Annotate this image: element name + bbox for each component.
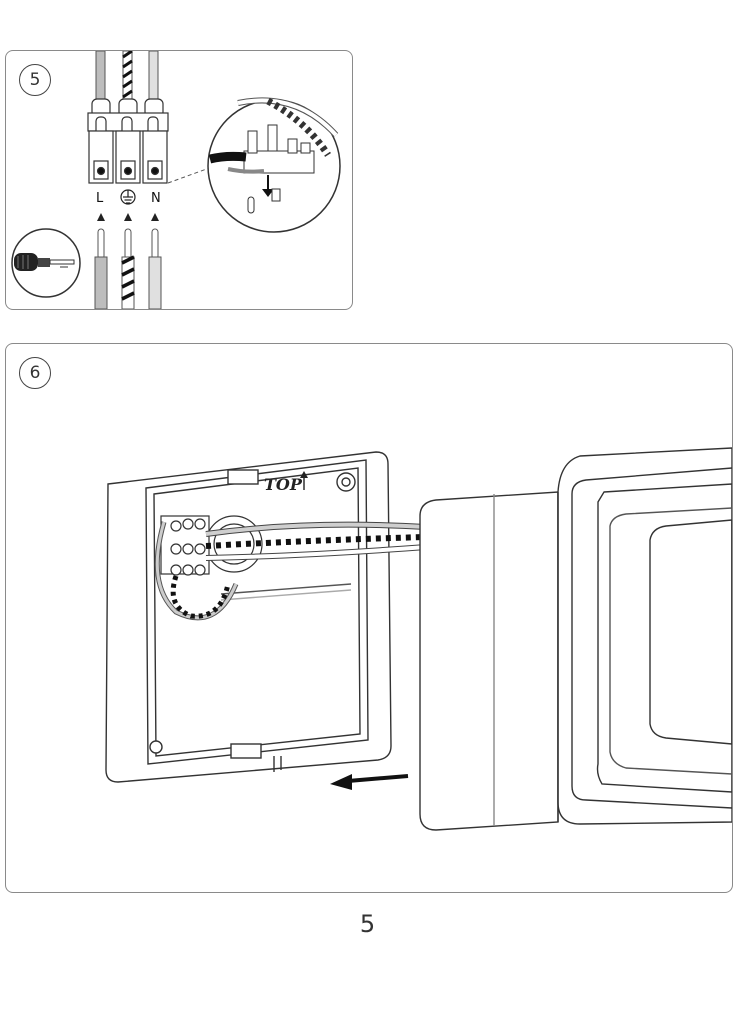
step-number-badge: 5 [19,64,51,96]
insert-arrows [97,213,159,221]
screwdriver-inset [11,228,81,298]
cable-grommet [205,515,263,573]
top-marking-label: TOP [264,475,303,494]
step-6-panel: 6 TOP [5,343,733,893]
supply-wires-top [95,51,159,100]
page-number: 5 [359,910,376,938]
detail-leader-line [167,166,213,184]
earth-ground-icon [120,189,136,205]
mounting-diagram: TOP [105,447,732,831]
terminal-label-live: L [96,191,104,206]
connector-block [160,515,210,576]
terminal-block [87,98,169,184]
supply-wires-bottom [94,228,162,309]
loop-wires [154,521,239,621]
connector-detail-inset [207,97,341,233]
wiring-diagram [11,51,341,309]
terminal-label-neutral: N [151,191,161,206]
step-number-badge: 6 [19,357,51,389]
mounting-back-box [105,451,392,783]
push-direction-arrow [330,774,409,790]
supply-cables [205,521,427,561]
step-5-panel: 5 [5,50,353,310]
luminaire-body [419,447,732,831]
